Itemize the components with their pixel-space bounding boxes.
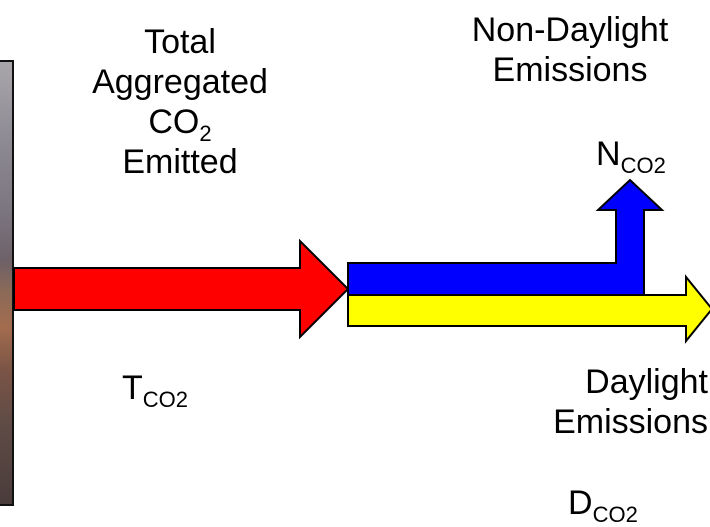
daylight-line-1: Daylight — [585, 363, 708, 401]
non-daylight-line-2: Emissions — [492, 51, 648, 89]
daylight-label: Daylight Emissions — [458, 362, 708, 442]
non-daylight-line-1: Non-Daylight — [471, 11, 669, 49]
total-line-1: Total — [144, 23, 216, 61]
co2-subscript: 2 — [199, 121, 212, 146]
d-co2-symbol: DCO2 — [568, 483, 638, 526]
non-daylight-label: Non-Daylight Emissions — [420, 10, 710, 90]
d-symbol-subscript: CO2 — [592, 502, 638, 527]
total-line-4: Emitted — [122, 143, 238, 181]
daylight-arrow — [347, 274, 710, 344]
t-co2-symbol: TCO2 — [122, 368, 188, 411]
daylight-line-2: Emissions — [553, 403, 708, 441]
total-co2-label: Total Aggregated CO2 Emitted — [70, 22, 290, 182]
t-symbol-main: T — [122, 369, 143, 407]
total-co2-formula: CO2 — [70, 102, 290, 145]
d-symbol-main: D — [568, 484, 593, 522]
n-co2-symbol: NCO2 — [596, 134, 666, 177]
total-line-2: Aggregated — [92, 63, 268, 101]
n-symbol-main: N — [596, 135, 621, 173]
non-daylight-arrow — [347, 178, 665, 296]
co2-main: CO — [148, 103, 200, 141]
t-symbol-subscript: CO2 — [142, 387, 189, 412]
total-emissions-arrow — [13, 238, 350, 340]
n-symbol-subscript: CO2 — [620, 153, 666, 178]
